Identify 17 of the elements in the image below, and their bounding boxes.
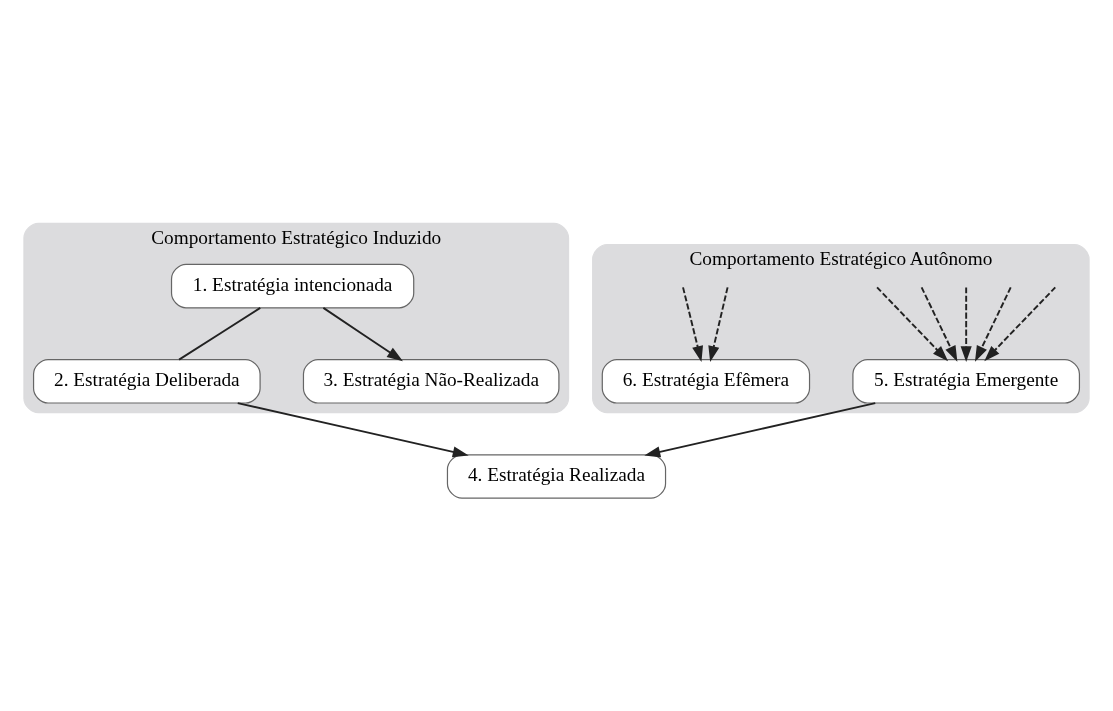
arrow	[682, 285, 704, 362]
node-box: 5. Estratégia Emergente	[852, 358, 1081, 404]
arrow	[876, 285, 949, 361]
arrow	[960, 285, 972, 362]
arrow	[236, 401, 469, 457]
node-box: 2. Estratégia Deliberada	[32, 358, 261, 404]
arrow	[708, 285, 729, 362]
connector	[178, 306, 262, 361]
arrow	[322, 306, 403, 361]
node-box: 4. Estratégia Realizada	[446, 453, 667, 499]
arrow	[974, 285, 1012, 362]
arrow	[984, 285, 1057, 361]
node-box: 6. Estratégia Efêmera	[601, 358, 811, 404]
node-box: 3. Estratégia Não-Realizada	[302, 358, 560, 404]
node-box: 1. Estratégia intencionada	[170, 263, 415, 308]
arrow	[644, 401, 877, 457]
arrow	[920, 285, 958, 362]
